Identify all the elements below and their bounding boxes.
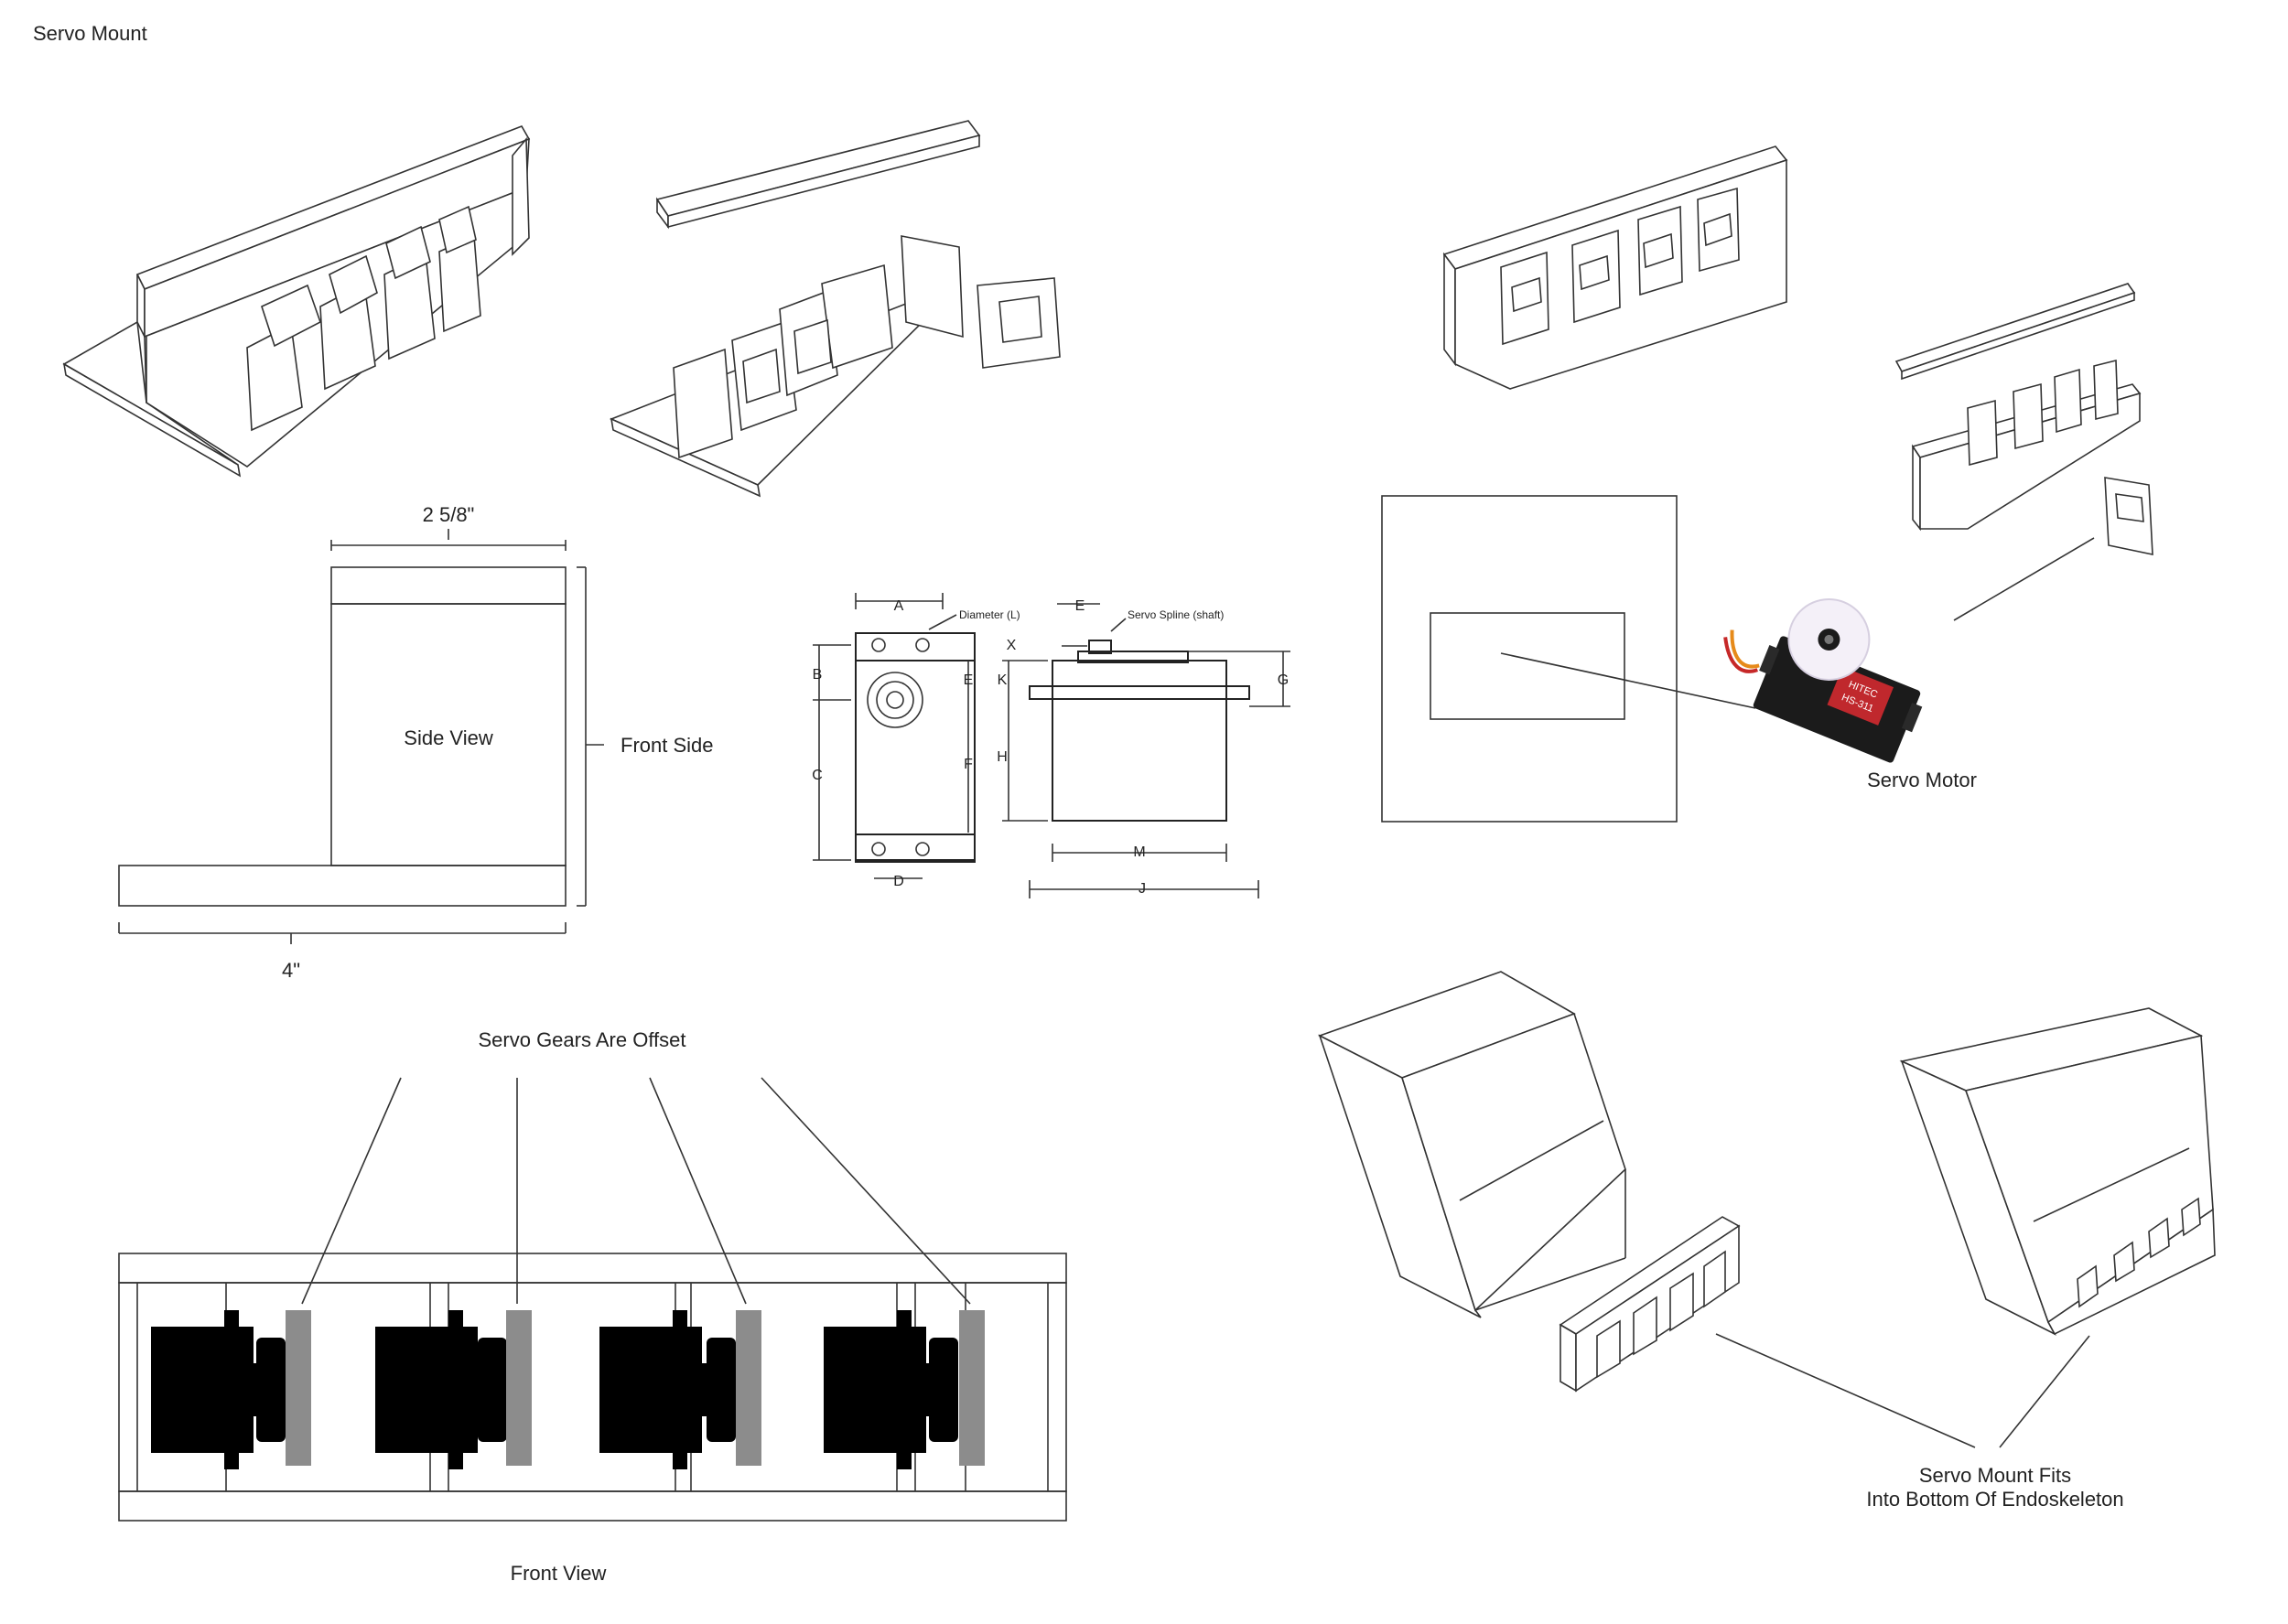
servo-hub: [256, 1338, 286, 1442]
gears-offset-callout: Servo Gears Are Offset: [478, 1028, 685, 1051]
iso-assembled-mount-right: [1442, 145, 1788, 390]
diameter-label: Diameter (L): [959, 608, 1020, 621]
front-servo-1: [151, 1310, 311, 1469]
endoskeleton-caption-line1: Servo Mount Fits: [1919, 1464, 2071, 1487]
width-dimension-label: 2 5/8": [423, 503, 475, 526]
servo-dim-letter-e2: E: [964, 672, 974, 688]
servo-dim-letter-x: X: [1007, 638, 1017, 653]
servo-dim-letter-g: G: [1278, 672, 1289, 688]
gear-plate: [506, 1310, 532, 1466]
servo-dim-letter-h: H: [997, 749, 1008, 765]
front-side-label: Front Side: [621, 734, 714, 757]
front-view: [118, 1253, 1067, 1522]
front-servo-2: [375, 1310, 532, 1469]
servo-hub: [478, 1338, 507, 1442]
servo-dim-letter-e: E: [1075, 598, 1085, 614]
servo-dim-letter-a: A: [894, 598, 904, 614]
servo-hub: [707, 1338, 736, 1442]
endoskeleton-caption-line2: Into Bottom Of Endoskeleton: [1866, 1488, 2123, 1511]
servo-motor-photo: HITEC HS-311: [1723, 597, 1923, 763]
servo-dim-letter-k: K: [998, 672, 1008, 688]
gear-plate: [286, 1310, 311, 1466]
depth-dimension-label: 4": [282, 959, 300, 982]
endoskeleton-right: [1899, 1007, 2216, 1336]
servo-dim-letter-m: M: [1133, 844, 1145, 860]
spline-label: Servo Spline (shaft): [1128, 608, 1224, 621]
callout-leaders: [301, 1077, 971, 1305]
front-servo-3: [599, 1310, 761, 1469]
servo-dim-letter-f: F: [964, 757, 973, 772]
endoskeleton-leaders: [1715, 1333, 2090, 1448]
iso-exploded-mount: [609, 120, 1061, 498]
iso-exploded-mount-right: [1894, 283, 2153, 621]
endoskeleton-left: [1317, 971, 1626, 1318]
servo-dimension-drawing: A B C D E F E G H J K M X Diameter (L) S…: [812, 593, 1290, 898]
mount-plate-drawing: [1381, 495, 1756, 823]
servo-dim-letter-d: D: [893, 874, 904, 889]
gear-plate: [959, 1310, 985, 1466]
side-view: 2 5/8" 4" Side View Front Side: [118, 503, 714, 982]
iso-assembled-mount: [62, 125, 531, 478]
detached-servo-mount: [1559, 1216, 1741, 1393]
front-view-caption: Front View: [511, 1562, 607, 1585]
gear-plate: [736, 1310, 761, 1466]
servo-dim-letter-j: J: [1139, 881, 1146, 897]
side-view-label: Side View: [404, 726, 493, 749]
servo-flange: [224, 1310, 239, 1469]
servo-hub: [929, 1338, 958, 1442]
servo-flange: [448, 1310, 463, 1469]
servo-flange: [897, 1310, 912, 1469]
servo-dim-letter-b: B: [813, 667, 823, 683]
sheet-title: Servo Mount: [33, 22, 147, 45]
servo-flange: [673, 1310, 687, 1469]
servo-motor-caption: Servo Motor: [1867, 769, 1977, 791]
servo-dim-letter-c: C: [812, 768, 823, 783]
front-servo-4: [824, 1310, 985, 1469]
